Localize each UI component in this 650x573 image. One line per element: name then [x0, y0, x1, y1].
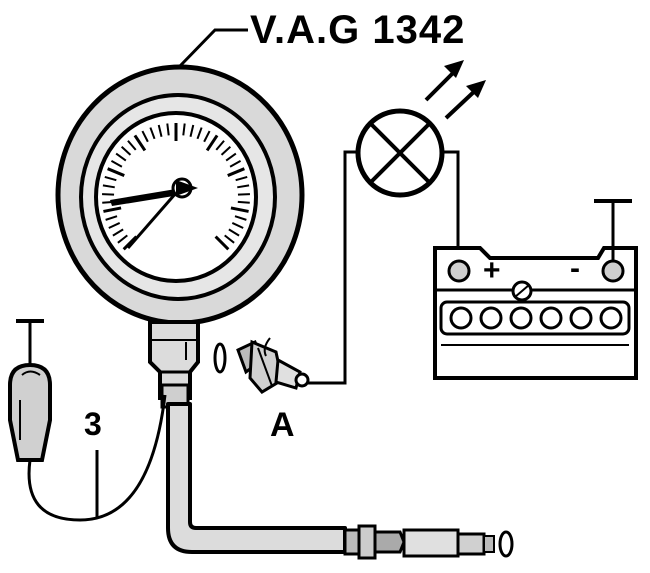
dial-tick [112, 228, 124, 237]
dial-tick [117, 234, 128, 244]
battery-cell-plug [449, 306, 473, 330]
dial-tick [189, 124, 195, 137]
dial-tick [235, 175, 248, 182]
dial-tick [115, 152, 127, 162]
dial-tick [215, 140, 225, 151]
dial-tick [103, 206, 122, 213]
dial-tick [110, 159, 123, 168]
dial-tick [225, 152, 237, 162]
component-a-label: A [270, 406, 295, 444]
battery-cell-plug [479, 306, 503, 330]
dial-tick [108, 222, 121, 229]
lamp-to-battery-wire [441, 150, 460, 258]
title-leader-line [178, 28, 248, 68]
battery-plus-label: + [483, 254, 501, 287]
dial-tick [149, 127, 156, 140]
battery-minus-label: - [570, 252, 580, 285]
adapter-o-ring [498, 530, 514, 558]
dial-tick [203, 130, 211, 143]
dial-tick [214, 235, 230, 251]
dial-tick [229, 159, 242, 168]
battery-cell-plug [539, 306, 563, 330]
gauge-needle [110, 177, 198, 249]
dial-tick [231, 222, 244, 229]
battery-ground-symbol [594, 199, 632, 260]
dial-tick [230, 206, 249, 213]
switch-o-ring [213, 342, 227, 374]
oil-pressure-switch [236, 337, 310, 394]
dial-tick [157, 124, 163, 137]
switch-to-lamp-wire [308, 150, 360, 385]
hose-adapter [343, 524, 495, 560]
dial-tick [127, 140, 137, 151]
cable-number-label: 3 [84, 406, 102, 442]
battery-negative-terminal [601, 259, 625, 283]
gauge-stem [148, 320, 200, 409]
dial-tick [228, 228, 240, 237]
battery [433, 246, 638, 380]
dial-tick [102, 184, 115, 189]
pressure-gauge [55, 64, 305, 326]
dial-tick [224, 234, 235, 244]
dial-tick [182, 123, 186, 136]
dial-tick [120, 146, 132, 156]
dial-tick [104, 175, 117, 182]
dial-tick [105, 215, 118, 221]
dial-tick [237, 184, 250, 189]
dial-tick [237, 200, 250, 204]
instrument-title: V.A.G 1342 [250, 8, 466, 52]
ground-clip-lead [8, 319, 167, 522]
dial-tick [133, 134, 147, 152]
dial-tick [166, 123, 170, 136]
dial-tick [205, 134, 219, 152]
battery-cell-plug [509, 306, 533, 330]
dial-tick [196, 127, 203, 140]
battery-cell-plug [599, 306, 623, 330]
dial-tick [220, 146, 232, 156]
dial-tick [234, 215, 247, 221]
dial-tick [227, 167, 245, 177]
gauge-dial-ticks [102, 123, 250, 251]
pressure-hose [166, 402, 347, 554]
battery-cell-plugs [449, 306, 623, 330]
test-lamp [355, 108, 445, 198]
battery-cell-plug [569, 306, 593, 330]
dial-tick [107, 167, 125, 177]
battery-positive-terminal [447, 259, 471, 283]
dial-tick [141, 130, 149, 143]
light-rays-icon [424, 60, 486, 120]
